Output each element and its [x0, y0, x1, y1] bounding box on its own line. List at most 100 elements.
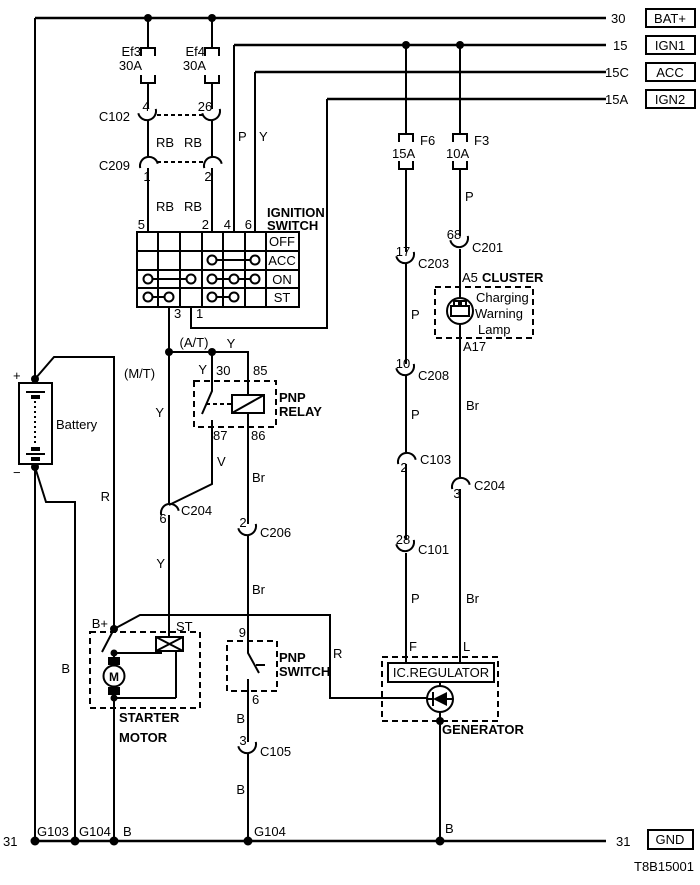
contact — [142, 291, 154, 303]
wire-label-y: Y — [155, 405, 164, 420]
starter-motor: B+ R M ST STARTER MOTOR — [89, 614, 427, 841]
connector-c206-pin: 2 — [239, 515, 246, 530]
pnp-switch-box — [226, 640, 278, 692]
connector-c103-label: C103 — [420, 452, 451, 467]
wire-label-b: B — [236, 711, 245, 726]
ign1-fuse-branches: F6 15A F3 10A P 17 C203 P 10 C208 P 2 C1… — [392, 45, 505, 663]
rail-pin-15: 15 — [613, 38, 627, 53]
cluster: A5 CLUSTER Charging Warning Lamp A17 — [434, 270, 544, 354]
wire-label-v: V — [217, 454, 226, 469]
connector-c201-label: C201 — [472, 240, 503, 255]
wire-label-p: P — [411, 307, 420, 322]
connector-arc — [137, 108, 158, 122]
rail-pin-15c: 15C — [605, 65, 629, 80]
junction-dot — [165, 348, 173, 356]
connector-c201-pin: 68 — [447, 227, 461, 242]
connector-c204l-label: C204 — [181, 503, 212, 518]
charging-lamp-terminals — [453, 300, 467, 306]
ign-pos-acc: ACC — [268, 253, 295, 268]
main-fuse-branch: Ef3 30A Ef4 30A C102 4 26 C209 1 2 RB RB… — [99, 18, 223, 232]
wire-label-p: P — [465, 189, 474, 204]
connector-c209-label: C209 — [99, 158, 130, 173]
fuse-f3-name: F3 — [474, 133, 489, 148]
generator: IC.REGULATOR GENERATOR B — [381, 656, 524, 841]
ignition-switch-title2: SWITCH — [267, 218, 318, 233]
connector-c101-pin: 28 — [396, 532, 410, 547]
rail-label-bat: BAT+ — [654, 11, 686, 26]
connector-c208-pin: 10 — [396, 356, 410, 371]
connector-c203-label: C203 — [418, 256, 449, 271]
contact — [206, 254, 218, 266]
relay-box — [193, 380, 277, 428]
starter-title1: STARTER — [119, 710, 180, 725]
lamp-text-2: Warning — [475, 306, 523, 321]
fuse-ef3-symbol — [140, 47, 156, 84]
starter-box — [89, 631, 201, 709]
connector-c105-label: C105 — [260, 744, 291, 759]
rail-pin-30: 30 — [611, 11, 625, 26]
ground-dot-g104 — [70, 836, 80, 846]
motor-m-label: M — [109, 670, 119, 684]
cluster-pin-a17: A17 — [463, 339, 486, 354]
ign-pos-on: ON — [272, 272, 292, 287]
diode-triangle — [433, 692, 447, 706]
wire-label-br: Br — [252, 470, 266, 485]
connector-c102-pin26: 26 — [198, 99, 212, 114]
connector-arc — [450, 476, 471, 490]
fuse-f6-rating: 15A — [392, 146, 415, 161]
solenoid-coil — [155, 636, 184, 652]
battery-plates-thin — [26, 391, 45, 455]
connector-arc — [449, 235, 470, 249]
battery-plus-sign: + — [13, 368, 21, 383]
relay-pin-30: 30 — [216, 363, 230, 378]
fuse-f6-symbol — [398, 133, 414, 170]
relay-title2: RELAY — [279, 404, 322, 419]
wire-label-r: R — [101, 489, 110, 504]
rail-box-acc — [645, 62, 696, 82]
connector-c204l-pin: 6 — [159, 511, 166, 526]
fuse-ef4-rating: 30A — [183, 58, 206, 73]
wire-label-r: R — [333, 646, 342, 661]
connector-c204r-pin: 3 — [453, 486, 460, 501]
wire-label-p: P — [411, 591, 420, 606]
wire-label-y: Y — [156, 556, 165, 571]
connector-c101-label: C101 — [418, 542, 449, 557]
contact — [228, 273, 240, 285]
fuse-ef4-name: Ef4 — [185, 44, 205, 59]
connector-c102-label: C102 — [99, 109, 130, 124]
contact — [206, 273, 218, 285]
ground-pin-left: 31 — [3, 834, 17, 849]
relay-coil — [231, 394, 265, 414]
connector-c204r-label: C204 — [474, 478, 505, 493]
rail-pin-15a: 15A — [605, 92, 628, 107]
ground-dot-c105 — [243, 836, 253, 846]
contact — [142, 273, 154, 285]
wire-label-b: B — [61, 661, 70, 676]
pnp-switch-pin9: 9 — [239, 625, 246, 640]
lamp-text-1: Charging — [476, 290, 529, 305]
ground-dot-generator — [435, 836, 445, 846]
ground-box — [647, 829, 694, 850]
ground-g104-mid: G104 — [254, 824, 286, 839]
pnp-switch-pin6: 6 — [252, 692, 259, 707]
fuse-ef4-symbol — [204, 47, 220, 84]
fuse-f6-name: F6 — [420, 133, 435, 148]
pnp-switch-wires — [247, 536, 265, 841]
pnp-switch-title2: SWITCH — [279, 664, 330, 679]
lamp-text-3: Lamp — [478, 322, 511, 337]
connector-arc — [237, 741, 258, 755]
pnp-relay: (A/T) Y (M/T) Y Y 30 85 PNP RELAY 87 86 … — [124, 335, 322, 637]
contact — [228, 291, 240, 303]
motor-symbol — [102, 664, 126, 688]
rail-box-bat — [645, 8, 696, 28]
generator-pin-l: L — [463, 639, 470, 654]
ign-pos-st: ST — [274, 290, 291, 305]
fuse-ef3-name: Ef3 — [121, 44, 141, 59]
wire-label-br: Br — [466, 591, 480, 606]
wire-label-p: P — [411, 407, 420, 422]
battery-minus-terminal — [31, 463, 39, 471]
rail-label-acc: ACC — [656, 65, 683, 80]
trans-mt-label: (M/T) — [124, 366, 155, 381]
wire-label-rb: RB — [184, 199, 202, 214]
